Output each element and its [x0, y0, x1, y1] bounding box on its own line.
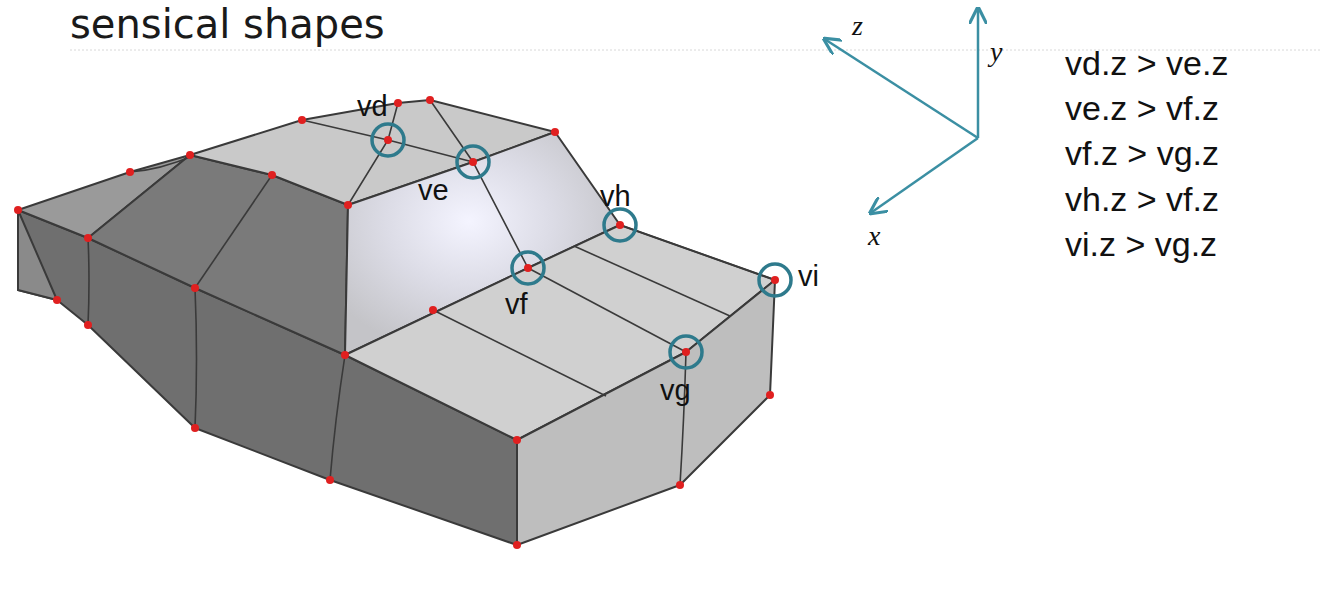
- slide-title: sensical shapes: [70, 4, 385, 44]
- constraint-text: vd.z > ve.z: [1065, 46, 1228, 80]
- constraint-text: vh.z > vf.z: [1065, 182, 1219, 216]
- vertex-label: ve: [418, 176, 449, 205]
- vertex-label: vi: [798, 262, 819, 291]
- axes: [826, 10, 978, 212]
- control-points: [14, 96, 779, 549]
- axis-label: z: [852, 12, 863, 40]
- vertex-label: vg: [660, 376, 691, 405]
- constraint-text: vf.z > vg.z: [1065, 136, 1219, 170]
- highlight-rings: [372, 124, 791, 368]
- vertex-label: vf: [505, 290, 528, 319]
- constraint-text: vi.z > vg.z: [1065, 227, 1217, 261]
- constraint-text: ve.z > vf.z: [1065, 91, 1219, 125]
- vertex-label: vh: [600, 182, 631, 211]
- car-body: [18, 100, 775, 545]
- axis-label: y: [990, 38, 1002, 66]
- mesh-lines: [88, 100, 775, 485]
- axis-label: x: [868, 222, 880, 250]
- vertex-label: vd: [357, 92, 388, 121]
